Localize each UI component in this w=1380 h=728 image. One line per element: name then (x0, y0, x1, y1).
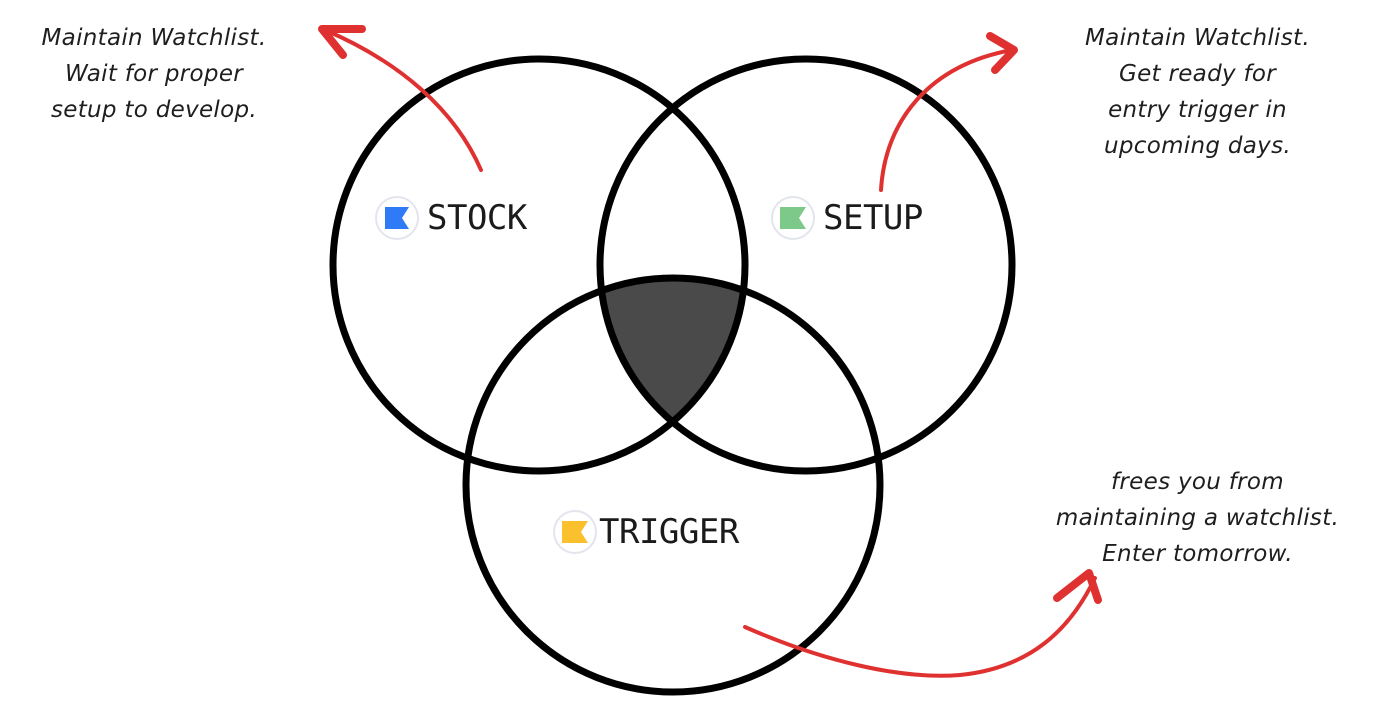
flag-icon (562, 521, 588, 543)
stock-note-line: setup to develop. (50, 97, 258, 123)
setup-circle (596, 55, 1016, 475)
flag-icon (385, 207, 409, 229)
stock-circle (329, 55, 749, 475)
stock-note: Maintain Watchlist. Wait for proper setu… (14, 20, 294, 128)
trigger-note-line: frees you from (1111, 469, 1284, 495)
setup-note-line: Get ready for (1118, 61, 1277, 87)
stock-note-line: Wait for proper (64, 61, 244, 87)
flag-icon (780, 207, 806, 229)
trigger-badge (553, 510, 597, 554)
trigger-label: TRIGGER (553, 510, 739, 554)
stock-label: STOCK (375, 196, 527, 240)
setup-badge (771, 196, 815, 240)
setup-note-line: Maintain Watchlist. (1085, 25, 1310, 51)
setup-note: Maintain Watchlist. Get ready for entry … (1055, 20, 1340, 164)
setup-arrow (879, 32, 1018, 192)
setup-label: SETUP (771, 196, 923, 240)
trigger-note: frees you from maintaining a watchlist. … (1025, 464, 1370, 572)
setup-label-text: SETUP (823, 198, 923, 238)
stock-badge (375, 196, 419, 240)
setup-note-line: upcoming days. (1104, 133, 1291, 159)
setup-note-line: entry trigger in (1108, 97, 1287, 123)
trigger-note-line: Enter tomorrow. (1102, 541, 1293, 567)
trigger-label-text: TRIGGER (599, 512, 739, 552)
trigger-arrow (743, 569, 1102, 678)
trigger-note-line: maintaining a watchlist. (1055, 505, 1340, 531)
stock-arrow (318, 25, 483, 172)
trigger-circle (462, 274, 884, 696)
stock-label-text: STOCK (427, 198, 527, 238)
stock-note-line: Maintain Watchlist. (41, 25, 267, 51)
